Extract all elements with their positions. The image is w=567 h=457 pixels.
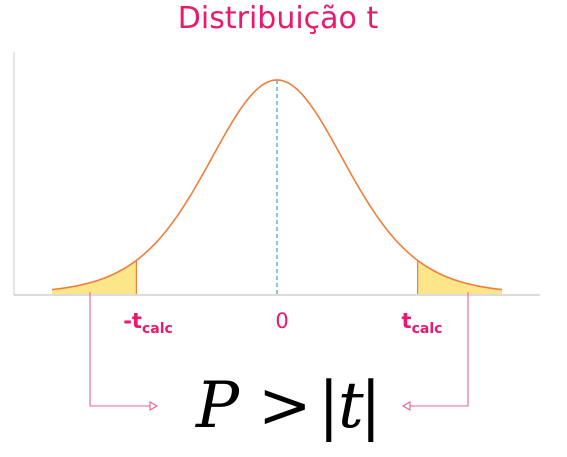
formula-t: t bbox=[338, 369, 364, 443]
left-arrowhead-icon bbox=[149, 401, 159, 411]
pos-t: t bbox=[402, 309, 412, 333]
formula-bar-close: | bbox=[360, 369, 382, 443]
neg-tcalc-label: -tcalc bbox=[123, 309, 173, 337]
right-arrowhead-icon bbox=[401, 401, 411, 411]
neg-t: t bbox=[132, 309, 142, 333]
neg-sign: - bbox=[123, 309, 132, 333]
formula-bar-open: | bbox=[318, 369, 340, 443]
pos-tcalc-label: tcalc bbox=[402, 309, 443, 337]
diagram-title: Distribuição t bbox=[178, 1, 379, 36]
formula-gt: > bbox=[258, 369, 312, 443]
density-curve bbox=[51, 79, 503, 291]
zero-label: 0 bbox=[275, 309, 288, 333]
left-tail-area bbox=[52, 260, 137, 294]
formula-p: P bbox=[195, 369, 240, 443]
right-tail-area bbox=[417, 260, 502, 294]
right-connector-line bbox=[410, 292, 469, 407]
left-connector-line bbox=[89, 292, 150, 407]
neg-sub: calc bbox=[142, 321, 173, 337]
pos-sub: calc bbox=[412, 321, 443, 337]
